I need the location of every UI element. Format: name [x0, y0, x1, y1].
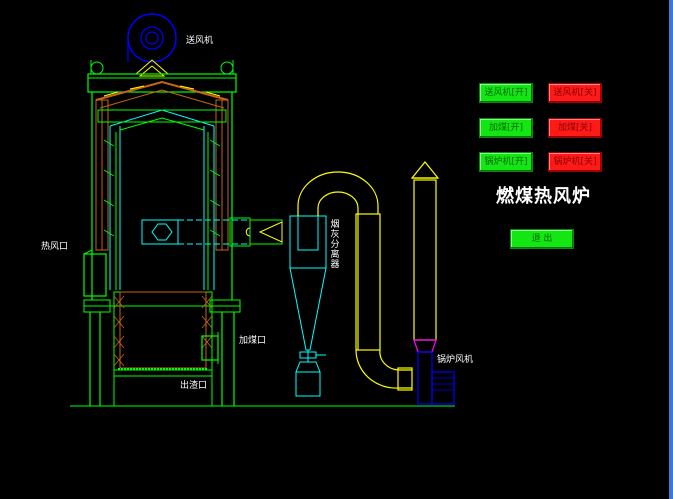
blower-label: 送风机 — [186, 36, 214, 46]
boiler-fan — [413, 339, 455, 405]
coal-on-button[interactable]: 加煤[开] — [479, 118, 533, 138]
ash-separator-char: 灰 — [330, 230, 340, 240]
slag-outlet-label: 出渣口 — [180, 381, 208, 391]
boiler-off-button[interactable]: 锅炉机[关] — [548, 152, 602, 172]
coal-off-button[interactable]: 加煤[关] — [548, 118, 602, 138]
blower-fan — [127, 13, 177, 77]
hot-air-outlet-label: 热风口 — [41, 242, 69, 252]
boiler-fan-label: 锅炉风机 — [437, 355, 474, 365]
page-title: 燃煤热风炉 — [496, 186, 591, 207]
ash-separator-char: 烟 — [330, 220, 340, 230]
ash-separator-char: 器 — [330, 260, 340, 270]
outlet-duct — [245, 219, 283, 245]
ash-separator — [289, 215, 327, 397]
exit-button[interactable]: 退 出 — [510, 229, 574, 249]
boiler-on-button[interactable]: 锅炉机[开] — [479, 152, 533, 172]
ash-separator-char: 离 — [330, 250, 340, 260]
ash-separator-char: 分 — [330, 240, 340, 250]
blower-on-button[interactable]: 送风机[开] — [479, 83, 533, 103]
flue-duct — [297, 161, 440, 391]
ash-separator-label: 烟 灰 分 离 器 — [330, 220, 340, 270]
window-edge — [669, 0, 673, 499]
furnace-body — [83, 60, 251, 406]
blower-off-button[interactable]: 送风机[关] — [548, 83, 602, 103]
coal-feed-label: 加煤口 — [239, 336, 267, 346]
